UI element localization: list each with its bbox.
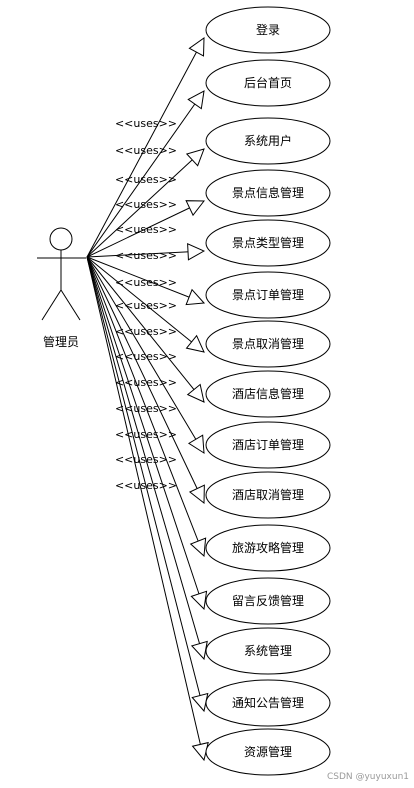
uses-label: <<uses>> [115,276,177,289]
use-case-ellipse[interactable] [205,471,331,519]
use-case-label: 景点取消管理 [232,336,304,351]
uses-label: <<uses>> [115,376,177,389]
association-line [86,90,205,258]
use-case[interactable]: 景点订单管理 [205,271,331,319]
watermark: CSDN @yuyuxun1 [327,772,409,782]
arrowhead-triangle [188,37,205,57]
use-case-ellipse[interactable] [205,524,331,572]
uses-label: <<uses>> [115,144,177,157]
use-case-label: 酒店订单管理 [232,437,304,452]
use-case-label: 景点信息管理 [232,185,304,200]
association-line [86,256,205,504]
arrowhead-triangle [189,537,207,558]
association-line [86,148,205,258]
actor-head [49,227,73,251]
use-case[interactable]: 留言反馈管理 [205,577,331,625]
uses-label: <<uses>> [115,117,177,130]
use-case-label: 景点订单管理 [232,287,304,302]
association-line [86,256,205,660]
arrowhead-triangle [185,200,206,217]
use-case-ellipse[interactable] [205,271,331,319]
association-line [86,37,205,258]
use-case[interactable]: 系统管理 [205,627,331,675]
association-line [86,200,205,258]
actor: 管理员 [37,227,86,349]
use-case-label: 酒店信息管理 [232,386,304,401]
use-case[interactable]: 景点信息管理 [205,169,331,217]
uses-label: <<uses>> [115,249,177,262]
uses-label: <<uses>> [115,223,177,236]
use-case-ellipse[interactable] [205,320,331,368]
use-case[interactable]: 酒店信息管理 [205,370,331,418]
use-case-label: 酒店取消管理 [232,487,304,502]
use-case[interactable]: 景点类型管理 [205,219,331,267]
arrowhead-triangle [187,90,205,110]
uses-label: <<uses>> [115,402,177,415]
arrowhead-triangle [185,334,205,353]
uses-label: <<uses>> [115,299,177,312]
arrowhead-triangle [186,383,205,403]
use-case-label: 系统管理 [244,643,292,658]
arrowhead-triangle [190,640,208,661]
use-case[interactable]: 酒店订单管理 [205,421,331,469]
use-case-label: 景点类型管理 [232,235,304,250]
use-case-ellipse[interactable] [205,6,331,54]
arrowhead-triangle [185,148,205,167]
uses-label: <<uses>> [115,325,177,338]
use-case[interactable]: 系统用户 [205,117,331,165]
use-case-ellipse[interactable] [205,728,331,776]
uses-labels: <<uses>> <<uses>> <<uses>> <<uses>> <<uses>>… [115,117,177,492]
use-case-label: 通知公告管理 [232,695,304,710]
use-case[interactable]: 资源管理 [205,728,331,776]
uses-label: <<uses>> [115,453,177,466]
uses-label: <<uses>> [115,479,177,492]
use-case[interactable]: 旅游攻略管理 [205,524,331,572]
actor-right-leg [60,289,81,321]
association-line [86,256,205,557]
uses-label: <<uses>> [115,350,177,363]
use-case-label: 旅游攻略管理 [232,540,304,555]
use-case-label: 后台首页 [244,75,292,90]
use-case[interactable]: 后台首页 [205,59,331,107]
use-case-ellipse[interactable] [205,219,331,267]
use-case-ellipse[interactable] [205,169,331,217]
use-case-ellipse[interactable] [205,577,331,625]
uses-label: <<uses>> [115,173,177,186]
use-case[interactable]: 通知公告管理 [205,679,331,727]
association-lines [86,37,209,762]
use-case-ellipse[interactable] [205,370,331,418]
arrowhead-triangle [191,692,209,713]
actor-label: 管理员 [43,334,79,349]
association-line [86,256,205,403]
use-case-ellipse[interactable] [205,59,331,107]
uses-label: <<uses>> [115,198,177,211]
arrowhead-triangle [190,590,208,611]
use-case[interactable]: 酒店取消管理 [205,471,331,519]
association-line [86,256,205,610]
use-case-label: 留言反馈管理 [232,593,304,608]
use-case-label: 登录 [256,22,280,37]
use-cases: 登录后台首页系统用户景点信息管理景点类型管理景点订单管理景点取消管理酒店信息管理… [205,6,331,776]
arrowhead-triangle [187,434,205,454]
use-case-label: 系统用户 [244,133,292,148]
actor-left-leg [41,289,62,321]
arrowhead-triangle [187,243,206,261]
association-line [86,256,205,761]
arrowhead-triangle [188,484,205,505]
use-case-ellipse[interactable] [205,117,331,165]
use-case[interactable]: 景点取消管理 [205,320,331,368]
use-case-ellipse[interactable] [205,627,331,675]
use-case[interactable]: 登录 [205,6,331,54]
use-case-ellipse[interactable] [205,421,331,469]
uses-label: <<uses>> [115,428,177,441]
use-case-label: 资源管理 [244,744,292,759]
association-line [86,250,205,258]
arrowhead-triangle [185,288,206,306]
association-line [86,256,205,712]
association-line [86,256,205,353]
association-line [86,256,205,304]
use-case-ellipse[interactable] [205,679,331,727]
association-line [86,256,205,454]
